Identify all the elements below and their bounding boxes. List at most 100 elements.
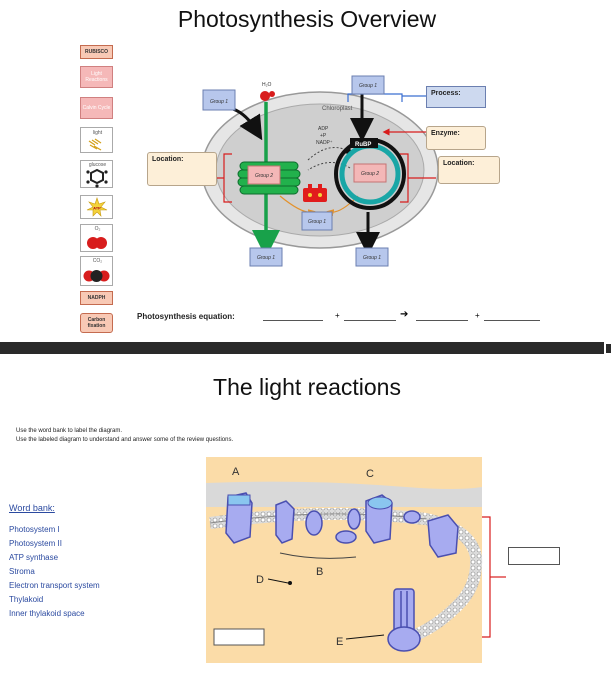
- rubp-tag: [350, 138, 378, 148]
- cycle-arrow-mid: [307, 162, 351, 171]
- section-divider-tip: [606, 344, 611, 353]
- location-right-label: Location:: [443, 160, 475, 167]
- water-h-icon: [269, 91, 275, 97]
- right-bracket: [482, 516, 506, 638]
- light-reactions-title: The light reactions: [213, 374, 401, 400]
- word-bank-light-reactions[interactable]: Light Reactions: [80, 66, 113, 88]
- rubisco-notch-left: [308, 184, 312, 190]
- word-bank-item: Photosystem II: [9, 539, 62, 548]
- glucose-molecule-icon: [86, 168, 108, 188]
- overview-title: Photosynthesis Overview: [177, 6, 437, 32]
- water-label: H₂O: [262, 82, 272, 88]
- photosynthesis-overview-diagram: Chloroplast H₂O ADP +P NADP⁺ RuBP: [201, 75, 439, 267]
- word-bank-co2[interactable]: CO₂: [80, 256, 113, 286]
- group-box-bottom-right[interactable]: Group 1: [355, 247, 389, 267]
- group-box-top-right-label: Group 1: [359, 83, 377, 89]
- group-box-middle[interactable]: Group 1: [301, 211, 333, 231]
- equation-arrow: ➔: [400, 309, 409, 320]
- co2-label: CO₂: [92, 258, 103, 264]
- group-box-left-pink[interactable]: Group 2: [247, 165, 281, 185]
- inner-space-top: [206, 481, 482, 507]
- location-box-left[interactable]: Location:: [147, 152, 217, 186]
- group-box-left-pink-label: Group 2: [255, 173, 273, 179]
- photosystem-c[interactable]: [365, 494, 393, 544]
- photosystem-a[interactable]: [225, 492, 253, 544]
- word-bank-item: ATP synthase: [9, 553, 59, 562]
- word-bank-item: Electron transport system: [9, 581, 100, 590]
- enzyme-box[interactable]: Enzyme:: [426, 126, 486, 150]
- word-bank-calvin-cycle[interactable]: Calvin Cycle: [80, 97, 113, 119]
- group-box-right-pink[interactable]: Group 2: [353, 163, 387, 183]
- group-box-top-right[interactable]: Group 1: [351, 75, 385, 95]
- instructions: Use the word bank to label the diagram. …: [16, 427, 233, 445]
- letter-d: D: [256, 574, 264, 586]
- group-box-bottom-left[interactable]: Group 1: [249, 247, 283, 267]
- process-box[interactable]: Process:: [426, 86, 486, 108]
- group-box-bottom-left-label: Group 1: [257, 255, 275, 261]
- process-label: Process:: [431, 90, 461, 97]
- plus-p-text: +P: [320, 133, 327, 139]
- protein-b-left[interactable]: [275, 500, 295, 544]
- oxygen-molecule-icon: [87, 237, 107, 249]
- location-box-right[interactable]: Location:: [438, 156, 500, 184]
- section-divider: [0, 342, 604, 354]
- letter-a: A: [232, 466, 240, 478]
- equation-label: Photosynthesis equation:: [137, 312, 235, 321]
- cycle-arrow-top: [307, 146, 354, 161]
- chloroplast-label: Chloroplast: [322, 106, 353, 112]
- rubisco-dot-left: [308, 193, 312, 197]
- rubp-label: RuBP: [355, 142, 371, 148]
- answer-box-bottom[interactable]: [213, 628, 265, 646]
- equation-plus-2: +: [475, 311, 480, 320]
- equation-blank-4[interactable]: [484, 320, 540, 321]
- protein-b-small-1[interactable]: [305, 510, 323, 536]
- word-bank-item: Thylakoid: [9, 595, 44, 604]
- rubisco-dot-right: [318, 193, 322, 197]
- rubisco-notch-right: [318, 184, 322, 190]
- word-bank-o2[interactable]: O₂: [80, 224, 113, 252]
- co2-molecule-icon: [83, 270, 110, 282]
- equation-plus-1: +: [335, 311, 340, 320]
- equation-blank-2[interactable]: [344, 320, 396, 321]
- word-bank-nadph[interactable]: NADPH: [80, 291, 113, 305]
- water-molecule-icon: [260, 91, 270, 101]
- answer-box-right[interactable]: [508, 547, 560, 565]
- pointer-e: [345, 634, 385, 640]
- word-bank-item: Photosystem I: [9, 525, 60, 534]
- group-box-top-left-label: Group 1: [210, 99, 228, 105]
- pointer-d-dot: [288, 581, 292, 585]
- atp-synthase-e[interactable]: [387, 588, 421, 652]
- word-bank-light[interactable]: light: [80, 127, 113, 153]
- protein-right[interactable]: [427, 514, 459, 558]
- word-bank-title: Word bank:: [9, 503, 55, 513]
- word-bank-carbon-fixation[interactable]: Carbon fixation: [80, 313, 113, 333]
- o2-label: O₂: [94, 226, 101, 232]
- letter-b: B: [316, 566, 323, 578]
- group-box-top-left[interactable]: Group 1: [202, 89, 236, 111]
- adp-text: ADP: [318, 126, 329, 132]
- letter-e: E: [336, 636, 343, 648]
- rubisco-molecule-icon: [303, 188, 327, 202]
- group-box-right-pink-label: Group 2: [361, 171, 379, 177]
- equation-blank-1[interactable]: [263, 320, 323, 321]
- bracket-b: [279, 552, 357, 559]
- word-bank-rubisco[interactable]: RUBISCO: [80, 45, 113, 59]
- glucose-label: glucose: [88, 162, 107, 168]
- light-reactions-diagram: A B C D E: [206, 457, 483, 663]
- protein-b-small-3[interactable]: [347, 508, 361, 530]
- protein-c-small[interactable]: [403, 510, 421, 524]
- word-bank-atp[interactable]: ATP: [80, 195, 113, 219]
- word-bank-item: Stroma: [9, 567, 35, 576]
- word-bank-glucose[interactable]: glucose: [80, 160, 113, 188]
- instruction-line-2: Use the labeled diagram to understand an…: [16, 437, 234, 443]
- atp-starburst-icon: ATP: [86, 197, 108, 217]
- letter-c: C: [366, 468, 374, 480]
- equation-blank-3[interactable]: [416, 320, 468, 321]
- group-box-bottom-right-label: Group 1: [363, 255, 381, 261]
- protein-b-small-2[interactable]: [335, 530, 357, 544]
- group-box-middle-label: Group 1: [308, 219, 326, 225]
- atp-text: ATP: [93, 206, 101, 211]
- instruction-line-1: Use the word bank to label the diagram.: [16, 428, 123, 434]
- word-bank-item: Inner thylakoid space: [9, 609, 85, 618]
- pointer-d: [267, 578, 289, 584]
